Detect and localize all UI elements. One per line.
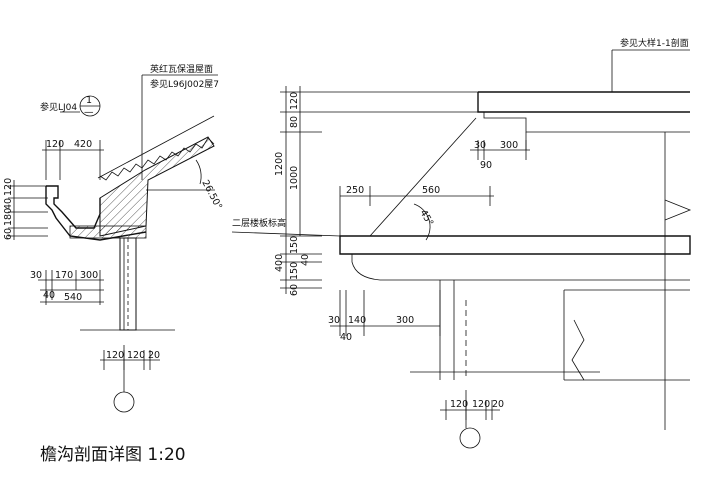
- dim-b120a: 120: [106, 350, 124, 361]
- break-mark: [664, 199, 692, 221]
- angle-label: 26.50°: [199, 178, 224, 211]
- axis-bubble: [113, 391, 135, 413]
- callout-sheet: —: [84, 107, 94, 118]
- roof-slab: [99, 136, 215, 237]
- dim-h560: 560: [422, 185, 440, 196]
- dim-r-v1200: 1200: [274, 152, 285, 176]
- dim-b20: 20: [148, 350, 160, 361]
- dim-r-v80: 80: [289, 116, 300, 128]
- roof-tiles: [99, 137, 215, 181]
- dim-540: 540: [64, 292, 82, 303]
- callout-number: 1: [86, 95, 92, 106]
- dim-h250: 250: [346, 185, 364, 196]
- dim-v120: 120: [3, 178, 14, 196]
- diagonal-45: [369, 117, 477, 237]
- tile-note-line1: 英红瓦保温屋面: [150, 63, 213, 75]
- drawing-title: 檐沟剖面详图 1:20: [40, 445, 186, 465]
- dim-c20: 20: [492, 399, 504, 410]
- dim-h30: 30: [474, 140, 486, 151]
- lower-cornice: [339, 235, 691, 255]
- gutter-outer: [45, 186, 147, 241]
- floor-note: 二层楼板标高: [232, 217, 286, 229]
- left-gutter-section: 26.50° 英红瓦保温屋面 参见L96J002屋7 参见LJ04 1 — 12…: [3, 63, 224, 413]
- dim-r-v120: 120: [289, 92, 300, 110]
- break-mark-2: [571, 319, 585, 381]
- ref-note: 参见LJ04: [40, 101, 77, 113]
- dim-h90: 90: [480, 160, 492, 171]
- cornice-molding: [351, 254, 690, 281]
- dim-c120b: 120: [472, 399, 490, 410]
- axis-bubble-right: [459, 427, 481, 449]
- dim-b40: 40: [340, 332, 352, 343]
- gutter-profile: [46, 185, 101, 229]
- tile-note-line2: 参见L96J002屋7: [150, 78, 219, 90]
- ref-note-right: 参见大样1-1剖面: [620, 37, 689, 49]
- dim-r-v150b: 150: [289, 262, 300, 280]
- window-frame: [563, 289, 690, 381]
- dim-b120b: 120: [127, 350, 145, 361]
- dim-v60: 60: [3, 228, 14, 240]
- dim-420: 420: [74, 139, 92, 150]
- right-eave-section: 参见大样1-1剖面 45° 二层楼板标高 120 80: [231, 37, 692, 449]
- dim-v180: 180: [3, 208, 14, 226]
- angle-arc: [195, 159, 202, 185]
- dim-b300: 300: [396, 315, 414, 326]
- dim-120-top: 120: [46, 139, 64, 150]
- dim-r-v40: 40: [300, 254, 311, 266]
- roof-top-line: [97, 115, 215, 179]
- upper-cornice: [477, 91, 690, 113]
- gutter-slab: [69, 225, 147, 239]
- angle-45: 45°: [417, 208, 435, 228]
- dim-r-v60: 60: [289, 284, 300, 296]
- dim-c120a: 120: [450, 399, 468, 410]
- dim-170: 170: [55, 270, 73, 281]
- dim-300: 300: [80, 270, 98, 281]
- dim-b30: 30: [328, 315, 340, 326]
- dim-v40: 40: [3, 198, 14, 210]
- dim-40: 40: [43, 290, 55, 301]
- dim-r-v400: 400: [274, 254, 285, 272]
- dim-r-v1000: 1000: [289, 166, 300, 190]
- dim-30: 30: [30, 270, 42, 281]
- dim-b140: 140: [348, 315, 366, 326]
- dim-r-v150: 150: [289, 236, 300, 254]
- dim-h300: 300: [500, 140, 518, 151]
